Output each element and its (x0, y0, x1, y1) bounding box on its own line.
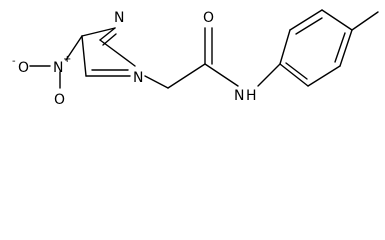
bond-r3-r4 (321, 9, 353, 31)
imidazole-n1-label: N (133, 70, 143, 86)
amide-h-label: H (246, 88, 257, 104)
imidazole-n3-label: N (114, 10, 124, 26)
bond-c4-nitro (65, 35, 83, 61)
bond-r1-r2 (279, 29, 291, 65)
nitro-o-left-charge: - (12, 56, 16, 67)
carbonyl-o-label: O (203, 10, 214, 26)
amide-n-label: N (234, 88, 244, 104)
bond-r2-r3 (289, 9, 323, 31)
bond-n3-c4 (81, 27, 116, 37)
bond-carbonyl-nh (204, 63, 239, 87)
nitro-n-charge: + (63, 54, 71, 65)
bond-c2-n3 (99, 27, 116, 41)
chemical-structure-diagram: N N N + O - O O N H (12, 9, 379, 108)
bond-r6-r1-inner (285, 62, 308, 80)
bond-methyl (351, 11, 379, 31)
bond-r4-r5-inner (334, 32, 346, 63)
imidazole-ring (81, 27, 136, 77)
bond-r4-r5 (339, 29, 353, 67)
bond-n1-ch2 (144, 75, 169, 89)
bond-r2-r3-inner (295, 17, 323, 35)
nitro-n-label: N (53, 60, 63, 76)
nitro-o-bottom-label: O (54, 92, 65, 108)
bond-c4-c5 (81, 35, 87, 77)
nitro-o-left-label: O (18, 60, 29, 76)
bond-ch2-carbonyl (167, 63, 206, 89)
tolyl-ring (279, 9, 379, 87)
bond-r6-r1 (279, 63, 309, 87)
bond-nh-ring (257, 63, 281, 87)
bond-c2-n1 (99, 39, 136, 67)
bond-r5-r6 (307, 65, 341, 87)
